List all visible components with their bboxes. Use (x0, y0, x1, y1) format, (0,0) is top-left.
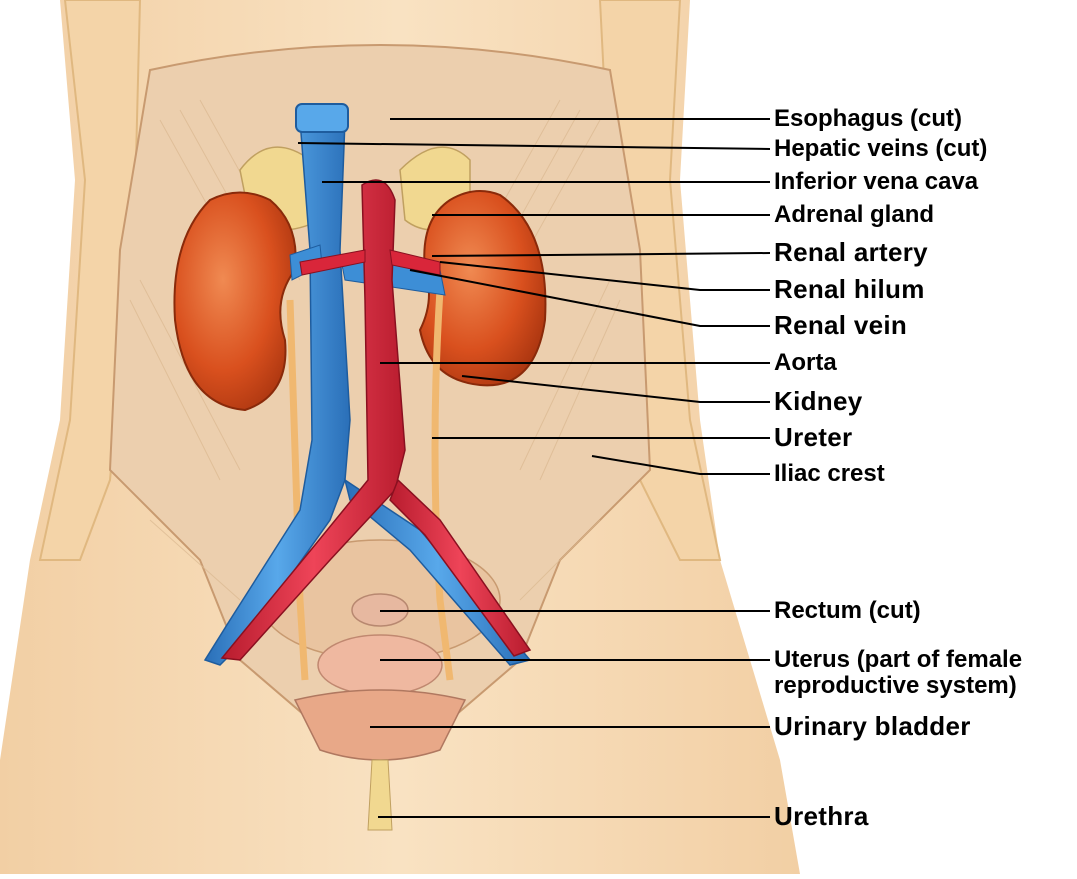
label-kidney: Kidney (774, 389, 862, 413)
urinary-bladder (295, 690, 465, 760)
label-uterus-line2: reproductive system) (774, 673, 1022, 699)
label-aorta: Aorta (774, 351, 837, 375)
label-esophagus: Esophagus (cut) (774, 107, 962, 131)
label-adrenal-gland: Adrenal gland (774, 203, 934, 227)
label-uterus: Uterus (part of female reproductive syst… (774, 647, 1022, 699)
label-ureter: Ureter (774, 425, 852, 449)
label-hepatic-veins: Hepatic veins (cut) (774, 137, 987, 161)
label-iliac-crest: Iliac crest (774, 462, 885, 486)
label-rectum: Rectum (cut) (774, 599, 921, 623)
label-renal-vein: Renal vein (774, 313, 907, 337)
hepatic-veins-cut (296, 104, 348, 132)
urethra (368, 760, 392, 830)
label-urethra: Urethra (774, 804, 869, 828)
label-urinary-bladder: Urinary bladder (774, 714, 971, 738)
label-renal-artery: Renal artery (774, 240, 928, 264)
label-inferior-vena-cava: Inferior vena cava (774, 170, 978, 194)
label-renal-hilum: Renal hilum (774, 277, 925, 301)
label-uterus-line1: Uterus (part of female (774, 647, 1022, 673)
uterus (318, 635, 442, 695)
kidney-left (174, 193, 295, 411)
